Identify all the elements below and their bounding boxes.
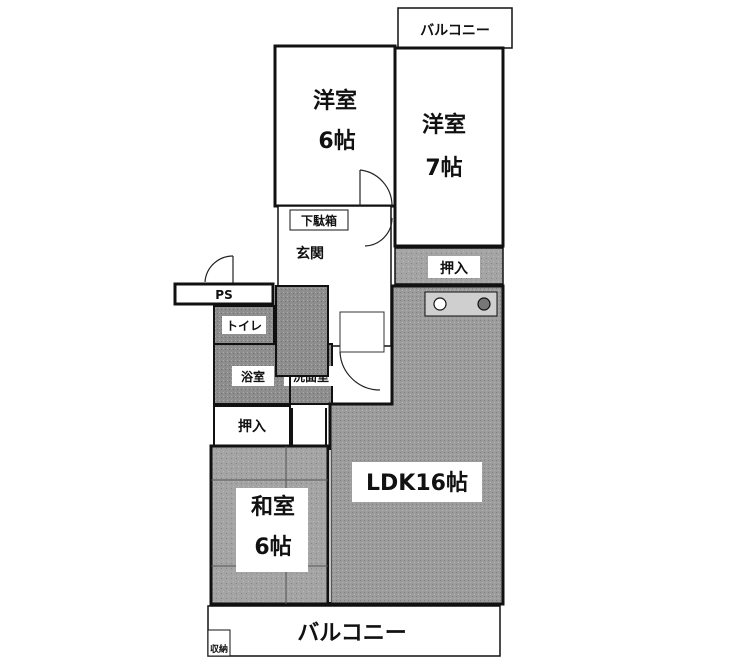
- japanese-room-name: 和室: [251, 494, 295, 520]
- bath-washroom: 浴室 洗面室: [213, 285, 385, 405]
- western-room-6-size: 6帖: [318, 129, 355, 154]
- toilet-label: トイレ: [226, 319, 262, 333]
- ldk-label: LDK16帖: [366, 471, 468, 496]
- stove-icon: [477, 297, 491, 311]
- closet-lower: 押入: [213, 405, 327, 447]
- toilet-room: トイレ: [213, 305, 305, 345]
- entrance-label: 玄関: [296, 245, 324, 262]
- western-room-6-name: 洋室: [313, 88, 357, 114]
- western-room-6: 洋室 6帖: [273, 44, 397, 208]
- sink-icon: [433, 297, 447, 311]
- balcony-top-label: バルコニー: [420, 23, 490, 39]
- balcony-bottom: バルコニー 収納: [207, 605, 501, 657]
- western-room-7-name: 洋室: [422, 112, 466, 138]
- balcony-bottom-label: バルコニー: [297, 621, 407, 646]
- ldk-room: LDK16帖: [328, 284, 505, 606]
- storage-label: 収納: [210, 643, 228, 655]
- closet-upper: 押入: [394, 247, 504, 285]
- shoe-box-label: 下駄箱: [301, 213, 337, 228]
- japanese-room-6: 和室 6帖: [209, 444, 330, 606]
- closet-lower-label: 押入: [238, 418, 266, 435]
- western-room-7-size: 7帖: [425, 156, 462, 181]
- japanese-room-size: 6帖: [254, 535, 291, 560]
- bath-label: 浴室: [241, 369, 265, 384]
- western-room-7: 洋室 7帖: [393, 46, 505, 248]
- closet-upper-label: 押入: [440, 260, 468, 277]
- balcony-top: バルコニー: [397, 7, 513, 49]
- ps-label: PS: [215, 288, 232, 302]
- pipe-space: PS: [173, 282, 275, 306]
